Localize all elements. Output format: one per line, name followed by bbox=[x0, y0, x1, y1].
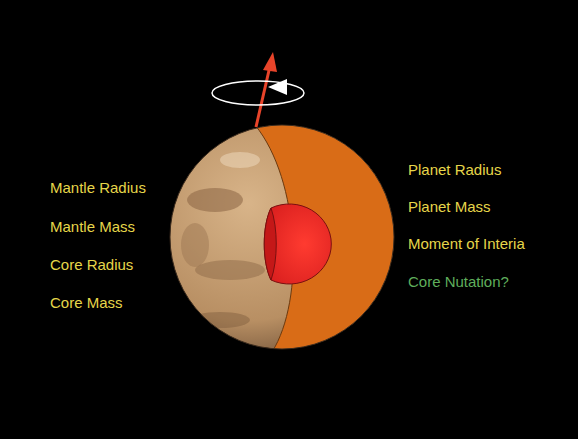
parameter-label: Planet Mass bbox=[408, 198, 491, 216]
parameter-label: Core Radius bbox=[50, 256, 133, 274]
parameter-label: Mantle Mass bbox=[50, 218, 135, 236]
parameter-label: Moment of Interia bbox=[408, 235, 525, 253]
parameter-label: Planet Radius bbox=[408, 161, 501, 179]
mantle-cutaway bbox=[255, 120, 420, 352]
parameter-label: Mantle Radius bbox=[50, 179, 146, 197]
parameter-label: Core Mass bbox=[50, 294, 123, 312]
parameter-label: Core Nutation? bbox=[408, 273, 509, 291]
rotation-axis bbox=[212, 52, 304, 127]
surface-markings bbox=[181, 120, 420, 352]
core-cutaway bbox=[264, 204, 331, 284]
